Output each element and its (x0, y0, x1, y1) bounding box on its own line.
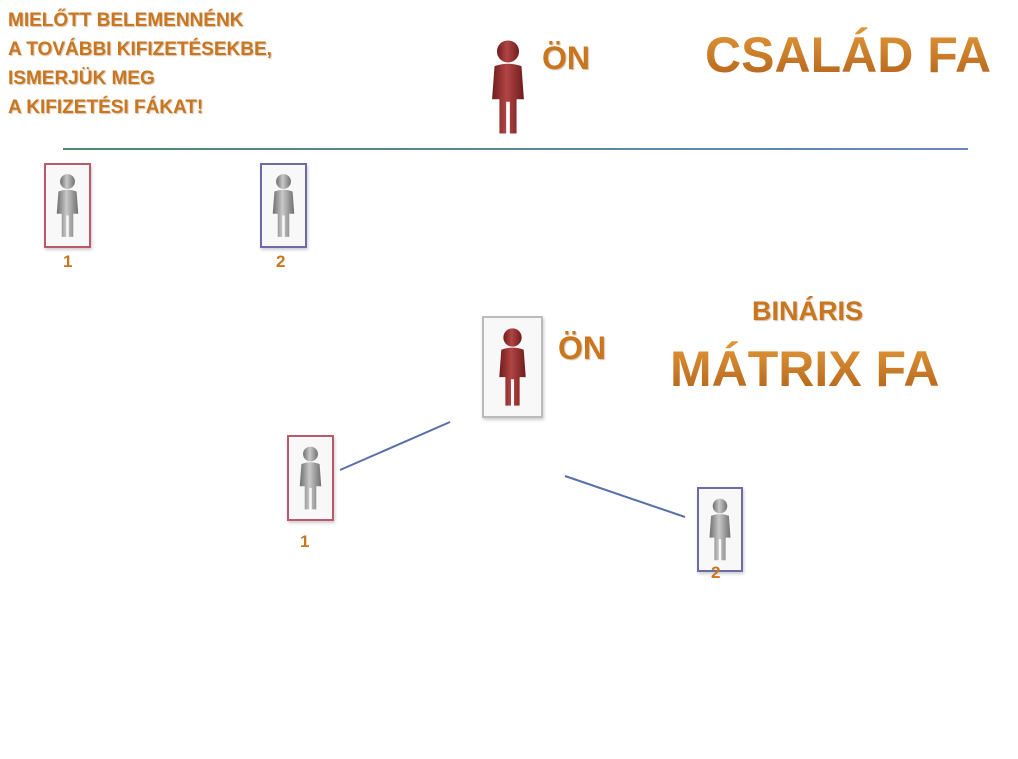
family-member-1-person-icon (44, 163, 91, 248)
connector-right (564, 475, 686, 518)
binary-member-2-label: 2 (711, 563, 721, 582)
family-you-label: ÖN (542, 40, 590, 76)
binary-you-label: ÖN (558, 330, 606, 366)
family-member-2-label: 2 (276, 252, 286, 271)
binary-subtitle: BINÁRIS (752, 296, 864, 326)
binary-tree-title: MÁTRIX FA (670, 341, 940, 397)
binary-member-1-label: 1 (300, 532, 310, 551)
family-member-2-person-icon (260, 163, 307, 248)
connector-left (339, 421, 451, 471)
intro-line: A TOVÁBBI KIFIZETÉSEKBE, (8, 39, 272, 60)
intro-line: A KIFIZETÉSI FÁKAT! (8, 97, 204, 118)
binary-you-person-icon (482, 316, 543, 418)
intro-line: ISMERJÜK MEG (8, 68, 155, 89)
family-tree-title: CSALÁD FA (705, 27, 992, 83)
binary-member-1-person-icon (287, 435, 334, 521)
intro-line: MIELŐTT BELEMENNÉNK (8, 10, 244, 31)
family-tree-line (63, 148, 968, 150)
binary-member-2-person-icon (697, 487, 743, 572)
family-member-1-label: 1 (63, 252, 73, 271)
intro-text: MIELŐTT BELEMENNÉNK A TOVÁBBI KIFIZETÉSE… (8, 6, 272, 122)
